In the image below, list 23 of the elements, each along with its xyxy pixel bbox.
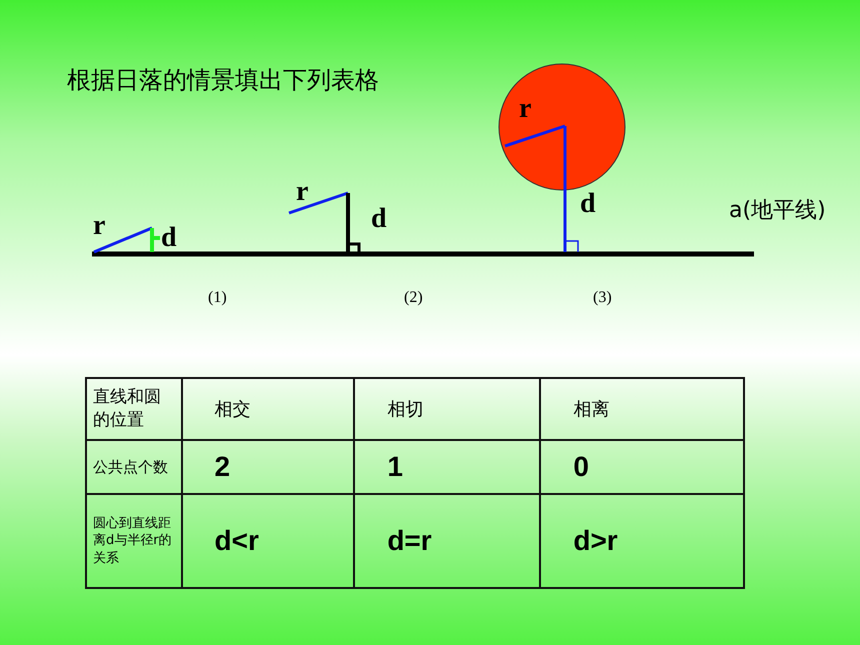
distance-label: d bbox=[371, 203, 387, 235]
figure-number: (1) bbox=[208, 289, 227, 307]
row-header: 圆心到直线距离d与半径r的关系 bbox=[86, 494, 182, 588]
column-header: 相切 bbox=[354, 378, 540, 440]
column-header: 相离 bbox=[540, 378, 744, 440]
table-value: d=r bbox=[354, 494, 540, 588]
radius-label: r bbox=[93, 210, 106, 242]
figure-number: (3) bbox=[593, 289, 612, 307]
table-value: d>r bbox=[540, 494, 744, 588]
radius-label: r bbox=[296, 176, 308, 208]
row-header: 公共点个数 bbox=[86, 440, 182, 494]
radius-label: r bbox=[519, 93, 532, 125]
row-header: 直线和圆的位置 bbox=[86, 378, 182, 440]
table-value: 2 bbox=[182, 440, 354, 494]
line-label: a(地平线) bbox=[729, 197, 826, 225]
title: 根据日落的情景填出下列表格 bbox=[67, 65, 379, 96]
table-value: 0 bbox=[540, 440, 744, 494]
distance-label: d bbox=[161, 222, 177, 254]
column-header: 相交 bbox=[182, 378, 354, 440]
figure-number: (2) bbox=[404, 289, 423, 307]
table-value: d<r bbox=[182, 494, 354, 588]
distance-label: d bbox=[580, 188, 596, 220]
table-value: 1 bbox=[354, 440, 540, 494]
